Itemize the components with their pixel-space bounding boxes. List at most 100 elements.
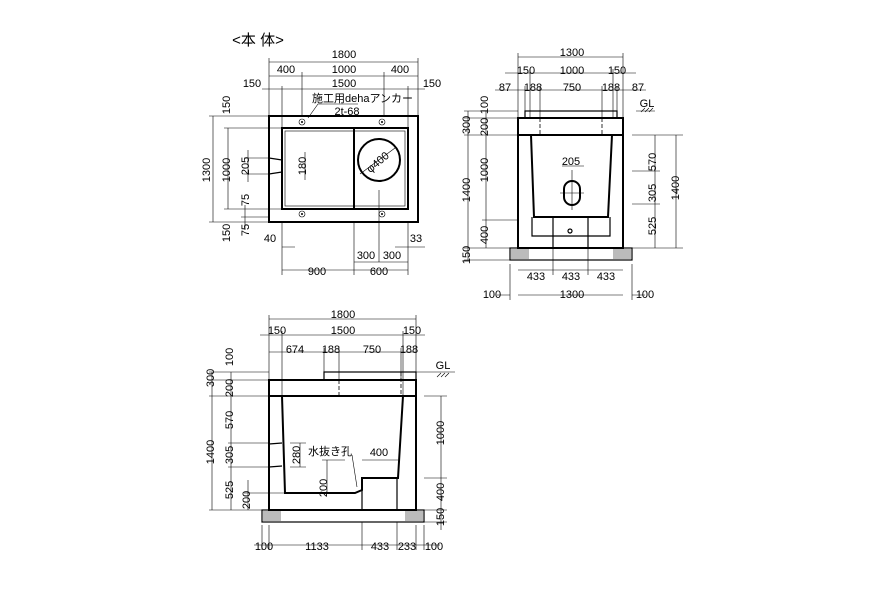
dim-text: 400 [479,226,491,244]
dim-text: 433 [597,271,615,283]
plan-dimension-lines [209,58,425,275]
dim-text: 1133 [305,541,329,553]
dim-text: 900 [308,266,326,278]
front-gravel-left [511,249,529,259]
drawing-title: <本 体> [232,32,284,49]
dim-text: 150 [517,65,535,77]
dim-text: 100 [636,289,654,301]
plan-manhole-circle [357,138,401,182]
dim-text: 150 [608,65,626,77]
ground-hatch-icon [640,107,654,113]
front-hidden-lines [539,118,603,135]
side-gravel-left [263,511,281,521]
dim-text: 205 [562,156,580,168]
front-inner-tank [530,134,613,218]
front-view: 1300 150 1000 150 87 188 750 188 87 GL 1… [461,47,683,301]
dim-text: 100 [483,289,501,301]
anchor-spec: 2t-68 [334,106,359,118]
plan-outer-wall [268,115,419,223]
dim-text: 674 [286,344,304,356]
dim-text: 1000 [332,64,356,76]
dim-text: 1500 [331,325,355,337]
dim-text: 200 [241,491,253,509]
dim-text: 150 [268,325,286,337]
plan-view: 1800 400 1000 400 150 1500 150 施工用dehaアン… [201,49,441,278]
plan-inner-opening [281,127,409,210]
dim-text: 280 [291,446,303,464]
plan-inner-edge [284,130,406,207]
dim-text: 150 [243,78,261,90]
front-drain-hole [567,228,573,234]
dim-text: 75 [240,224,252,236]
dim-text: 200 [224,379,236,397]
side-pillar-pipe [268,442,398,510]
dim-text: 100 [479,96,491,114]
dim-text: 300 [205,369,217,387]
dim-text: 200 [479,118,491,136]
dim-text: 433 [371,541,389,553]
dim-text: 400 [391,64,409,76]
dim-text: 400 [277,64,295,76]
dim-text: 600 [370,266,388,278]
front-lower-chamber [531,217,611,248]
dim-text: 233 [398,541,416,553]
dim-text: 300 [383,250,401,262]
dim-text: 300 [461,116,473,134]
dim-text: 150 [461,246,473,264]
front-lid [524,110,618,119]
ground-level-label: GL [436,360,451,372]
dim-text: 400 [435,483,447,501]
dim-text: 1300 [560,47,584,59]
side-top-slab [268,379,417,397]
ground-hatch-icon [436,372,450,378]
dim-text: 1300 [201,158,213,182]
side-base [261,509,425,523]
anchor-holes [298,118,386,218]
dim-text: 87 [499,82,511,94]
plan-pipe-notch [268,157,283,175]
side-dimension-lines [209,315,455,550]
dim-text: 1300 [560,289,584,301]
anchor-label: 施工用dehaアンカー [312,92,413,105]
dim-text: 150 [423,78,441,90]
dim-text: 33 [410,233,422,245]
dim-text: 87 [632,82,644,94]
dim-text: 433 [562,271,580,283]
dim-text: 40 [264,233,276,245]
front-dimension-lines [464,53,683,300]
front-gravel-right [613,249,631,259]
side-lid [323,371,417,381]
dim-text: 150 [435,508,447,526]
side-gravel-right [405,511,423,521]
dim-text: 100 [255,541,273,553]
drain-hole-label: 水抜き孔 [308,444,352,458]
dim-text: 100 [425,541,443,553]
side-hidden-lines [338,372,402,396]
dim-text: 1000 [560,65,584,77]
dim-text: 433 [527,271,545,283]
dim-text: 150 [221,96,233,114]
plan-diameter-line [359,147,396,175]
dim-text: 1400 [461,178,473,202]
dim-text: 188 [602,82,620,94]
dim-text: 150 [403,325,421,337]
dim-text: 205 [240,157,252,175]
dim-text: 150 [221,224,233,242]
front-top-slab [517,117,624,136]
dim-text: 100 [224,348,236,366]
dim-text: 188 [400,344,418,356]
dim-text: 1500 [332,78,356,90]
dim-text: 305 [224,446,236,464]
dim-text: 180 [297,157,309,175]
dim-text: 570 [647,153,659,171]
dim-text: 1000 [435,421,447,445]
dim-text: 400 [370,447,388,459]
ground-level-label: GL [640,98,655,110]
dim-text: 200 [318,479,330,497]
front-base [509,247,633,261]
dim-text: 525 [647,217,659,235]
dim-text: 188 [322,344,340,356]
dim-text: 570 [224,411,236,429]
dim-text: 525 [224,481,236,499]
